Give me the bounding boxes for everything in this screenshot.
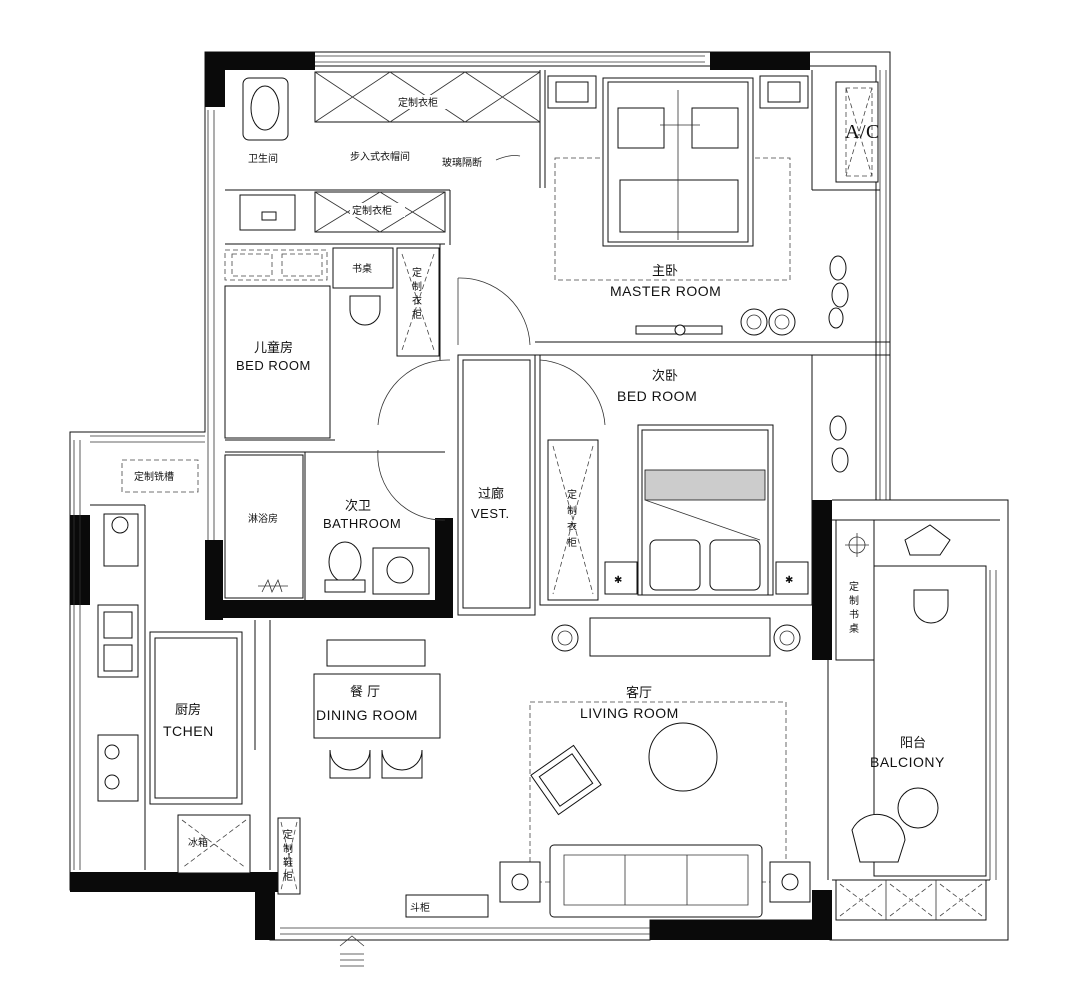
fridge-label: 冰箱 bbox=[188, 836, 208, 849]
ac-label: A/C bbox=[845, 121, 880, 143]
bathroom-main-zone: 卫生间 步入式衣帽间 玻璃隔断 定制衣柜 定制衣柜 bbox=[239, 71, 541, 233]
corridor-en: VEST. bbox=[471, 506, 510, 521]
outer-walls bbox=[69, 51, 1009, 941]
bathroom-label: 卫生间 bbox=[248, 152, 278, 165]
shoe-cabinet-label: 斗柜 bbox=[410, 901, 430, 914]
living-zh: 客厅 bbox=[626, 685, 652, 701]
svg-text:✱: ✱ bbox=[614, 575, 622, 586]
svg-text:书: 书 bbox=[849, 609, 859, 621]
bathroom-2: 淋浴房 次卫 BATHROOM bbox=[224, 454, 430, 599]
kids-room-en: BED ROOM bbox=[236, 358, 311, 373]
svg-text:制: 制 bbox=[567, 504, 577, 517]
svg-text:柜: 柜 bbox=[283, 870, 293, 883]
svg-text:柜: 柜 bbox=[412, 308, 422, 321]
bath2-en: BATHROOM bbox=[323, 516, 401, 531]
wardrobe-v2-label: 定 制 衣 柜 bbox=[567, 488, 577, 549]
wardrobe-mid-label: 定制衣柜 bbox=[352, 204, 392, 217]
svg-text:制: 制 bbox=[283, 842, 293, 855]
kids-room-zh: 儿童房 bbox=[254, 340, 293, 356]
desk-label: 书桌 bbox=[352, 262, 372, 275]
second-room-en: BED ROOM bbox=[617, 388, 697, 404]
dining-en: DINING ROOM bbox=[316, 707, 418, 723]
dining-room: 餐 厅 DINING ROOM 定 制 鞋 柜 斗柜 bbox=[277, 639, 489, 918]
svg-text:定: 定 bbox=[567, 488, 577, 501]
svg-text:定: 定 bbox=[283, 828, 293, 841]
svg-text:制: 制 bbox=[849, 594, 859, 607]
cabinet-v-label: 定 制 鞋 柜 bbox=[283, 828, 293, 883]
svg-text:衣: 衣 bbox=[567, 520, 577, 533]
shower-label: 淋浴房 bbox=[248, 512, 278, 525]
dining-zh: 餐 厅 bbox=[350, 684, 380, 700]
walkin-label: 步入式衣帽间 bbox=[350, 150, 410, 163]
svg-text:定: 定 bbox=[849, 580, 859, 593]
kitchen: 定制铣槽 厨房 TCHEN 冰箱 bbox=[97, 459, 251, 874]
svg-text:柜: 柜 bbox=[567, 536, 577, 549]
master-room-zh: 主卧 bbox=[652, 264, 678, 279]
living-en: LIVING ROOM bbox=[580, 705, 679, 721]
second-room-zh: 次卧 bbox=[652, 368, 678, 384]
corridor-zh: 过廊 bbox=[478, 486, 504, 502]
svg-text:制: 制 bbox=[412, 280, 422, 293]
wardrobe-top-label: 定制衣柜 bbox=[398, 96, 438, 109]
balcony-zh: 阳台 bbox=[900, 736, 926, 751]
shelf-v-label: 定 制 书 桌 bbox=[849, 580, 859, 635]
sink-cabinet-label: 定制铣槽 bbox=[134, 470, 174, 483]
balcony: 定 制 书 桌 阳台 BALCIONY bbox=[835, 519, 987, 921]
bath2-zh: 次卫 bbox=[345, 498, 371, 514]
svg-text:桌: 桌 bbox=[849, 622, 859, 635]
master-room: 主卧 MASTER ROOM A/C bbox=[547, 75, 880, 473]
kitchen-en: TCHEN bbox=[163, 723, 214, 739]
corridor: 过廊 VEST. bbox=[462, 359, 531, 609]
svg-text:衣: 衣 bbox=[412, 294, 422, 307]
second-bedroom: 次卧 BED ROOM 定 制 衣 柜 ✱ ✱ bbox=[547, 368, 809, 601]
wardrobe-v1-label: 定 制 衣 柜 bbox=[412, 266, 422, 321]
glass-partition-label: 玻璃隔断 bbox=[442, 156, 482, 169]
svg-text:鞋: 鞋 bbox=[283, 856, 293, 869]
master-room-en: MASTER ROOM bbox=[610, 283, 721, 299]
kitchen-zh: 厨房 bbox=[175, 702, 201, 718]
kids-room: 儿童房 BED ROOM 书桌 定 制 衣 柜 bbox=[224, 247, 440, 439]
svg-text:✱: ✱ bbox=[785, 575, 793, 586]
living-room: 客厅 LIVING ROOM bbox=[339, 617, 811, 967]
balcony-en: BALCIONY bbox=[870, 754, 945, 770]
svg-text:定: 定 bbox=[412, 266, 422, 279]
